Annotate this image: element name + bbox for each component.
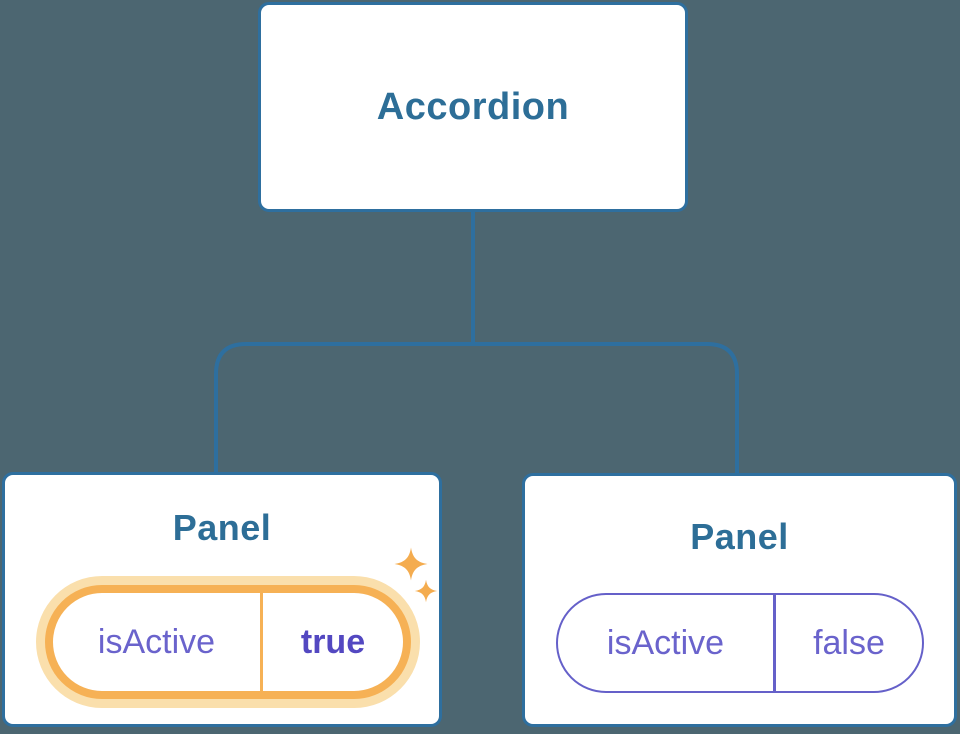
panel-node-active: Panel isActive true <box>2 472 442 727</box>
pill-divider <box>773 595 776 691</box>
state-name: isActive <box>97 622 216 661</box>
panel-node-inactive: Panel isActive false <box>522 473 957 727</box>
pill-divider <box>260 593 263 691</box>
sparkles-icon <box>394 547 438 603</box>
panel-title: Panel <box>690 516 789 557</box>
accordion-node: Accordion <box>258 2 688 212</box>
state-name: isActive <box>606 623 725 662</box>
state-pill-active: isActive true <box>45 585 411 699</box>
state-value: false <box>813 623 885 662</box>
panel-title: Panel <box>172 507 272 548</box>
state-pill-inactive: isActive false <box>556 593 924 693</box>
accordion-node-label: Accordion <box>376 85 570 128</box>
state-value: true <box>300 622 366 661</box>
